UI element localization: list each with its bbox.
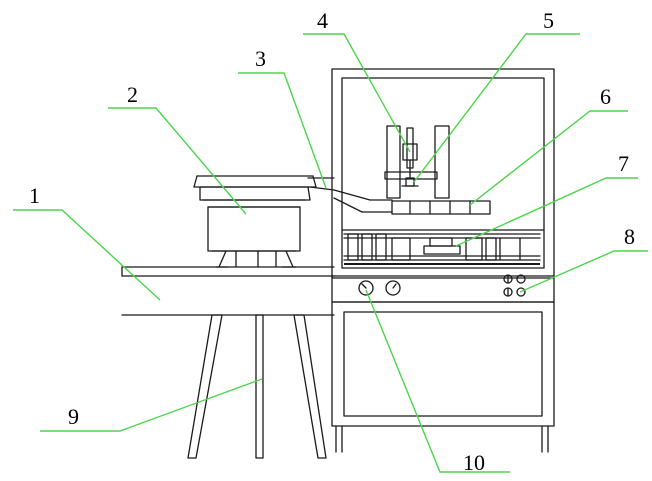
leader-5 — [413, 33, 580, 183]
leader-3 — [238, 72, 327, 189]
callout-label-9: 9 — [68, 404, 79, 429]
conveyor-belt — [121, 266, 335, 316]
leader-6 — [469, 110, 628, 206]
leader-9 — [40, 378, 263, 432]
callout-label-7: 7 — [618, 151, 629, 176]
callout-label-4: 4 — [317, 8, 328, 33]
leader-2 — [108, 107, 247, 215]
capping-head — [384, 125, 450, 199]
callout-label-3: 3 — [255, 46, 266, 71]
lower-cabinet — [331, 301, 555, 453]
leader-4 — [303, 33, 411, 153]
callout-label-6: 6 — [600, 84, 611, 109]
callout-label-1: 1 — [29, 183, 40, 208]
leader-7 — [455, 177, 638, 247]
leader-1 — [13, 209, 161, 301]
turntable-assembly — [343, 233, 541, 265]
callout-label-2: 2 — [127, 82, 138, 107]
machine-frame — [331, 68, 555, 279]
callout-label-10: 10 — [463, 450, 485, 475]
control-panel — [331, 274, 555, 303]
star-wheel — [391, 200, 491, 215]
callout-leaders — [13, 33, 648, 473]
callout-labels: 1 2 3 4 5 6 7 8 9 10 — [29, 8, 635, 475]
callout-label-8: 8 — [624, 224, 635, 249]
feed-chute — [307, 177, 393, 213]
callout-label-5: 5 — [543, 8, 554, 33]
leader-8 — [519, 250, 648, 293]
vibratory-bowl-feeder — [193, 175, 317, 268]
leader-10 — [365, 289, 510, 473]
conveyor-stand — [187, 314, 327, 459]
